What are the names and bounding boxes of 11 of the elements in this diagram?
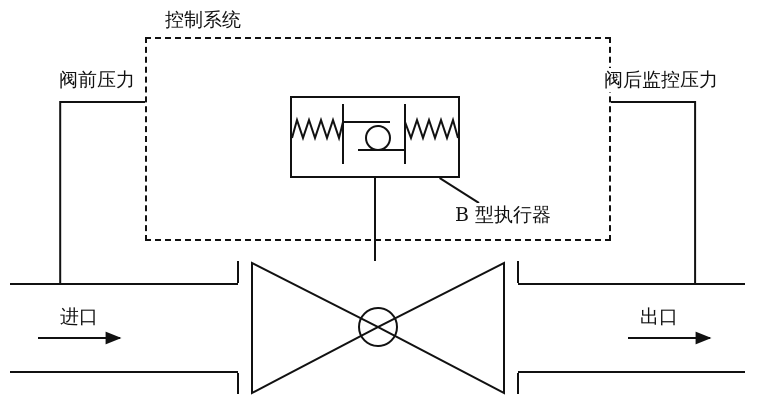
edge-label: 阀后监控压力 <box>604 68 718 92</box>
valve-symbol <box>250 261 506 395</box>
component-label: B 型执行器 <box>455 203 552 227</box>
leader-line <box>439 177 480 204</box>
connector-line <box>59 101 145 283</box>
pipe <box>518 283 745 373</box>
pipe <box>10 283 238 373</box>
connector-line <box>374 178 376 261</box>
connector-line <box>611 101 696 283</box>
actuator-box <box>290 96 460 178</box>
group-heading: 控制系统 <box>165 8 241 32</box>
